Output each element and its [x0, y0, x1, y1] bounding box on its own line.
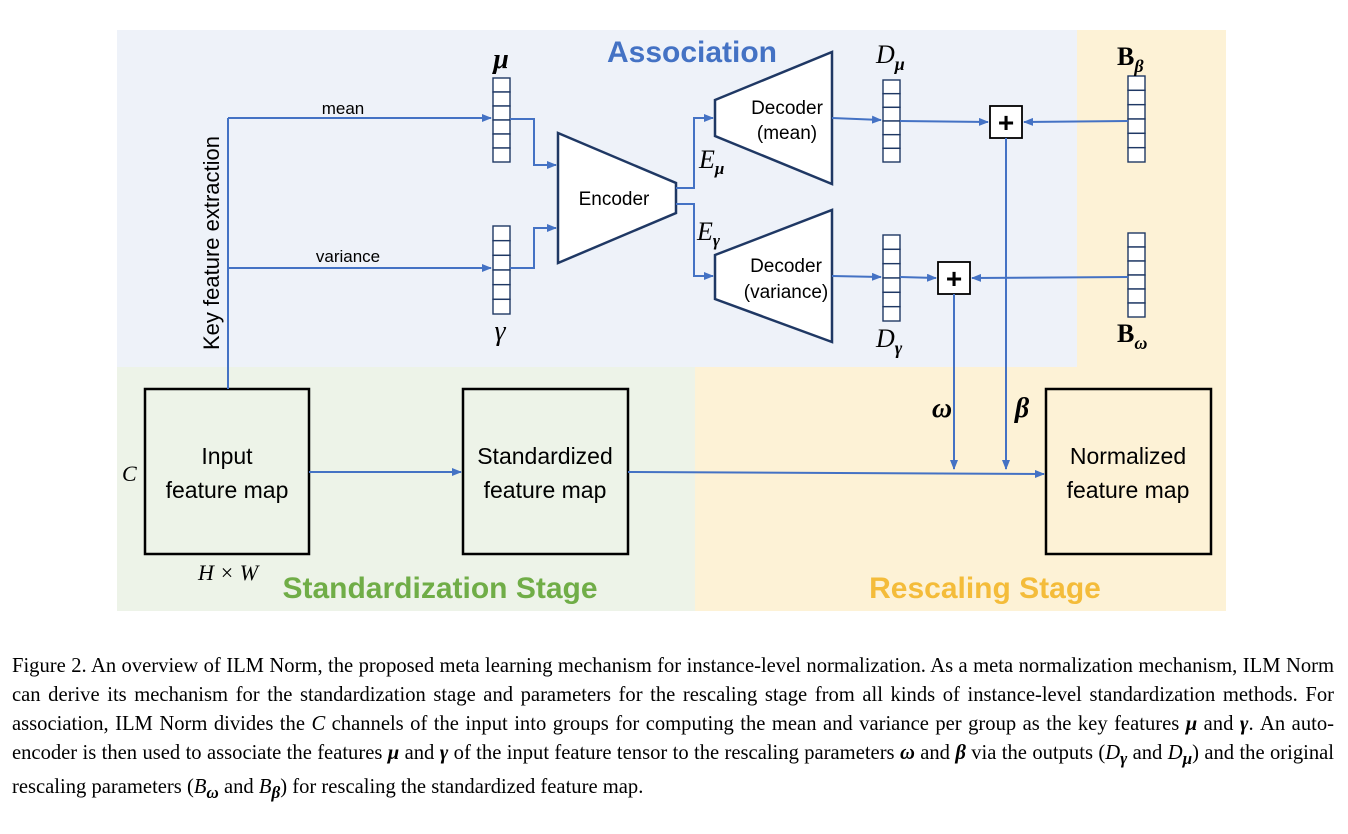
decoder-mean-line1: Decoder	[751, 98, 823, 119]
omega-label: ω	[932, 393, 952, 424]
b-omega-vector	[1127, 232, 1146, 318]
vector-cell	[1127, 75, 1146, 92]
mean-branch-label: mean	[322, 99, 365, 118]
bomega-to-plus-arrow	[971, 273, 1129, 282]
vector-cell	[1127, 132, 1146, 149]
encoder-to-decoder-mean-arrow	[676, 114, 714, 189]
beta-label: β	[1014, 393, 1030, 424]
bbeta-to-plus-arrow	[1023, 117, 1129, 126]
vector-cell	[1127, 146, 1146, 163]
encoder-shape	[556, 131, 678, 265]
gamma-vector	[492, 225, 511, 315]
input-box-line2: feature map	[166, 477, 289, 503]
e-gamma-label: Eγ	[696, 217, 721, 250]
vector-cell	[492, 298, 511, 315]
e-mu-label: Eμ	[698, 145, 724, 178]
key-feature-extraction-label: Key feature extraction	[199, 136, 224, 350]
mu-to-encoder-arrow	[510, 118, 557, 169]
decoder-variance-shape	[713, 208, 834, 344]
normalized-feature-map-box	[1044, 387, 1213, 556]
vector-cell	[882, 92, 901, 109]
gamma-label: γ	[494, 316, 506, 347]
vector-cell	[882, 248, 901, 265]
plus-sign-omega: +	[946, 263, 962, 294]
input-box-line1: Input	[201, 443, 253, 469]
decoder-mean-shape	[713, 50, 834, 186]
vector-cell	[882, 106, 901, 122]
vector-cell	[492, 147, 511, 163]
vector-cell	[492, 119, 511, 135]
vector-cell	[882, 79, 901, 95]
ilm-norm-diagram: Association Standardization Stage Rescal…	[117, 30, 1226, 611]
vector-cell	[1127, 232, 1146, 248]
standardization-title: Standardization Stage	[282, 572, 597, 605]
standardized-box-line1: Standardized	[477, 443, 613, 469]
dmu-to-plus-arrow	[899, 117, 989, 126]
vector-cell	[1127, 302, 1146, 318]
vector-cell	[882, 133, 901, 150]
decoder-variance-line2: (variance)	[744, 282, 828, 303]
vector-cell	[492, 225, 511, 242]
standardized-feature-map-box	[461, 387, 630, 556]
vector-cell	[1127, 118, 1146, 135]
vector-cell	[1127, 288, 1146, 304]
vector-cell	[882, 234, 901, 251]
plus-sign-beta: +	[998, 107, 1014, 138]
vector-cell	[882, 305, 901, 322]
vector-cell	[882, 277, 901, 294]
rescaling-region	[695, 367, 1226, 611]
vector-cell	[492, 283, 511, 301]
standardization-region	[117, 367, 695, 611]
vector-cell	[1127, 274, 1146, 290]
vector-cell	[492, 105, 511, 121]
spatial-dims-label: H × W	[197, 560, 260, 585]
plus-box-beta	[989, 105, 1023, 139]
encoder-label: Encoder	[579, 189, 650, 210]
d-gamma-label: Dγ	[875, 324, 903, 358]
vector-cell	[1127, 103, 1146, 120]
b-beta-label: Bβ	[1117, 42, 1144, 76]
mu-vector	[492, 77, 511, 163]
vector-cell	[1127, 246, 1146, 262]
normalized-box-line2: feature map	[1067, 477, 1190, 503]
vector-cell	[492, 77, 511, 93]
vector-cell	[492, 269, 511, 286]
d-mu-vector	[882, 79, 901, 163]
vector-cell	[882, 147, 901, 163]
b-omega-label: Bω	[1117, 319, 1147, 353]
figure-caption: Figure 2. An overview of ILM Norm, the p…	[12, 655, 1335, 803]
rescaling-region-top	[1077, 30, 1226, 367]
vector-cell	[492, 239, 511, 257]
decoder-mean-to-dmu-arrow	[831, 115, 882, 124]
mu-label: μ	[491, 44, 509, 75]
dgamma-to-plus-arrow	[899, 273, 937, 282]
d-mu-label: Dμ	[875, 40, 905, 74]
standardized-to-normalized-arrow	[627, 469, 1045, 478]
b-beta-vector	[1127, 75, 1146, 163]
vector-cell	[492, 91, 511, 107]
vector-cell	[882, 262, 901, 279]
encoder-to-decoder-variance-arrow	[676, 203, 714, 280]
rescaling-title: Rescaling Stage	[869, 572, 1101, 605]
vector-cell	[1127, 89, 1146, 106]
d-gamma-vector	[882, 234, 901, 322]
association-title: Association	[607, 36, 777, 69]
channels-label: C	[122, 461, 137, 486]
vector-cell	[882, 291, 901, 308]
standardized-box-line2: feature map	[484, 477, 607, 503]
decoder-variance-line1: Decoder	[750, 256, 822, 277]
vector-cell	[882, 120, 901, 136]
normalized-box-line1: Normalized	[1070, 443, 1186, 469]
arrows	[227, 114, 1129, 478]
vector-cell	[492, 254, 511, 271]
vector-cell	[492, 133, 511, 149]
decoder-variance-to-dgamma-arrow	[831, 272, 882, 281]
variance-branch-label: variance	[316, 247, 380, 266]
decoder-mean-line2: (mean)	[757, 123, 817, 144]
vector-cell	[1127, 260, 1146, 276]
gamma-to-encoder-arrow	[510, 224, 557, 269]
